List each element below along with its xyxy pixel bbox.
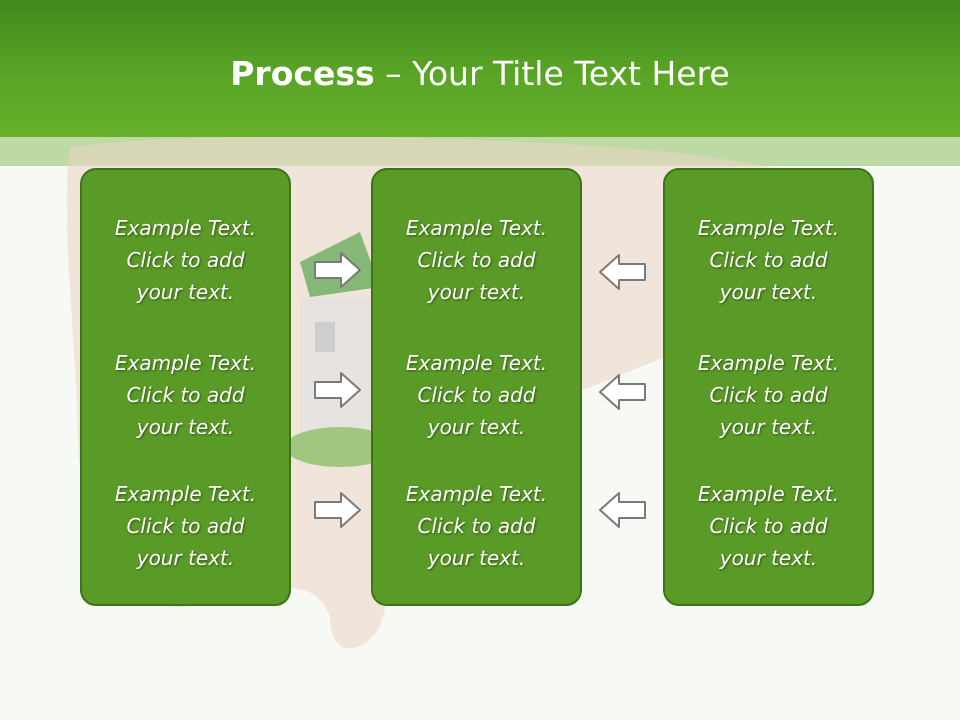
title-bold: Process (230, 54, 375, 93)
arrow-right-icon (314, 372, 361, 408)
process-panel-center[interactable]: Example Text. Click to add your text. Ex… (371, 168, 582, 606)
panel-text[interactable]: Example Text. Click to add your text. (405, 351, 548, 439)
arrow-left-icon (599, 492, 646, 528)
process-panel-left[interactable]: Example Text. Click to add your text. Ex… (80, 168, 291, 606)
panel-text[interactable]: Example Text. Click to add your text. (697, 351, 840, 439)
arrow-left-icon (599, 374, 646, 410)
arrow-right-icon (314, 252, 361, 288)
panel-text[interactable]: Example Text. Click to add your text. (697, 216, 840, 304)
panel-text[interactable]: Example Text. Click to add your text. (114, 216, 257, 304)
process-panel-right[interactable]: Example Text. Click to add your text. Ex… (663, 168, 874, 606)
panel-text[interactable]: Example Text. Click to add your text. (405, 216, 548, 304)
panel-text[interactable]: Example Text. Click to add your text. (114, 351, 257, 439)
panel-text[interactable]: Example Text. Click to add your text. (697, 482, 840, 570)
panel-text[interactable]: Example Text. Click to add your text. (405, 482, 548, 570)
title-bar (0, 0, 960, 137)
arrow-left-icon (599, 254, 646, 290)
arrow-right-icon (314, 492, 361, 528)
panel-text[interactable]: Example Text. Click to add your text. (114, 482, 257, 570)
slide-title[interactable]: Process – Your Title Text Here (0, 50, 960, 98)
title-rest: – Your Title Text Here (374, 54, 730, 93)
